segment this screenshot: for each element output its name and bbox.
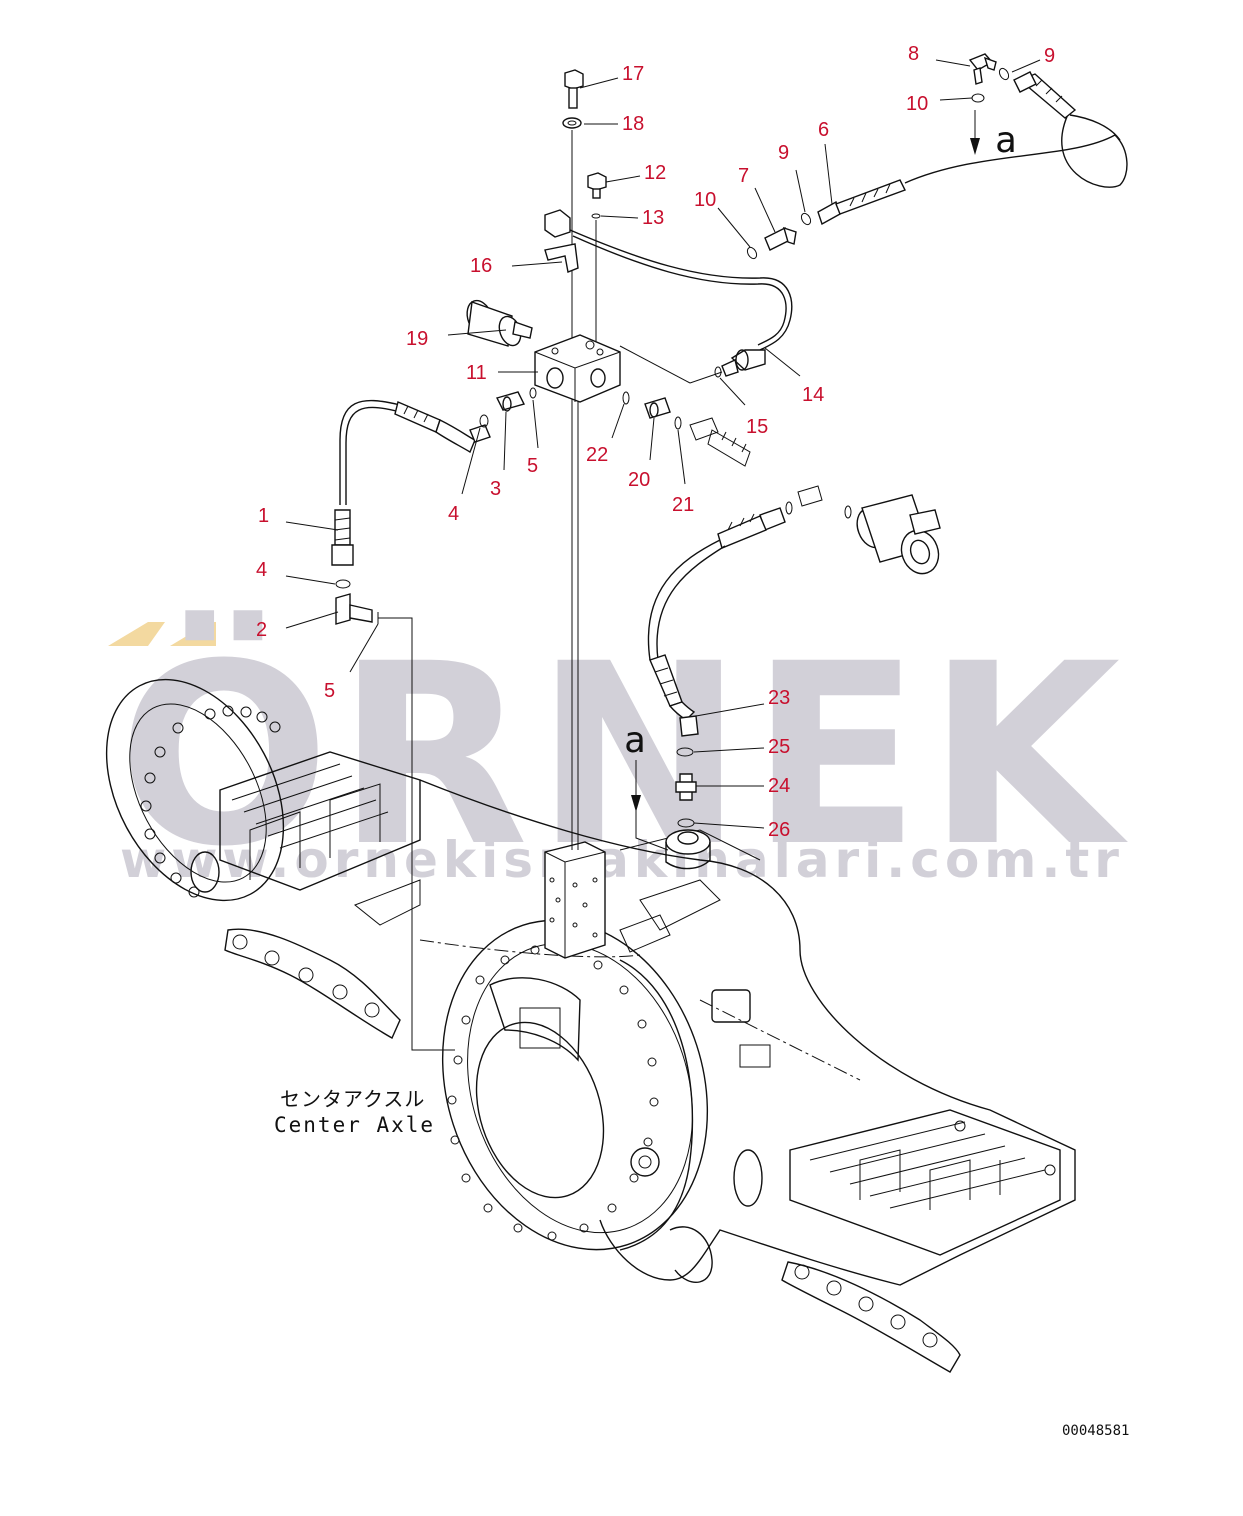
callout-5-upper: 5 bbox=[527, 455, 538, 477]
callout-16: 16 bbox=[470, 255, 492, 277]
drawing-number: 00048581 bbox=[1062, 1423, 1129, 1439]
callout-14: 14 bbox=[802, 384, 824, 406]
assembly-label-japanese: センタアクスル bbox=[280, 1087, 425, 1111]
view-marker-top: a bbox=[995, 120, 1017, 161]
watermark: ÖRNEK www.ornekismakinalari.com.tr bbox=[108, 610, 1129, 901]
callout-leaders bbox=[285, 59, 1041, 829]
callout-3: 3 bbox=[490, 478, 501, 500]
callout-25: 25 bbox=[768, 736, 790, 758]
callout-10-top: 10 bbox=[906, 93, 928, 115]
callout-9-top: 9 bbox=[1044, 45, 1055, 67]
watermark-accent-left bbox=[108, 622, 165, 646]
callout-24: 24 bbox=[768, 775, 790, 797]
callout-7: 7 bbox=[738, 165, 749, 187]
callout-1: 1 bbox=[258, 505, 269, 527]
callout-5-lower: 5 bbox=[324, 680, 335, 702]
callout-18: 18 bbox=[622, 113, 644, 135]
assembly-label: センタアクスル Center Axle bbox=[274, 1087, 435, 1137]
view-marker-bottom: a bbox=[624, 720, 646, 761]
callout-10: 10 bbox=[694, 189, 716, 211]
callout-4-lower: 4 bbox=[256, 559, 267, 581]
callout-2: 2 bbox=[256, 619, 267, 641]
callout-20: 20 bbox=[628, 469, 650, 491]
callout-17: 17 bbox=[622, 63, 644, 85]
callout-9: 9 bbox=[778, 142, 789, 164]
callout-22: 22 bbox=[586, 444, 608, 466]
callout-12: 12 bbox=[644, 162, 666, 184]
callout-23: 23 bbox=[768, 687, 790, 709]
callout-15: 15 bbox=[746, 416, 768, 438]
watermark-accent-right bbox=[170, 622, 216, 646]
callout-8: 8 bbox=[908, 43, 919, 65]
watermark-brand: ÖRNEK bbox=[118, 610, 1129, 901]
center-axle-housing bbox=[105, 678, 1076, 1373]
callout-13: 13 bbox=[642, 207, 664, 229]
hydraulic-parts: a bbox=[331, 53, 1128, 828]
callout-19: 19 bbox=[406, 328, 428, 350]
callout-21: 21 bbox=[672, 494, 694, 516]
callout-4-upper: 4 bbox=[448, 503, 459, 525]
callout-26: 26 bbox=[768, 819, 790, 841]
callout-labels: 17 18 12 13 8 9 10 6 9 7 10 16 19 11 14 … bbox=[256, 43, 1055, 841]
assembly-label-english: Center Axle bbox=[274, 1113, 435, 1137]
callout-6: 6 bbox=[818, 119, 829, 141]
callout-11: 11 bbox=[466, 362, 487, 384]
watermark-url: www.ornekismakinalari.com.tr bbox=[120, 831, 1124, 889]
